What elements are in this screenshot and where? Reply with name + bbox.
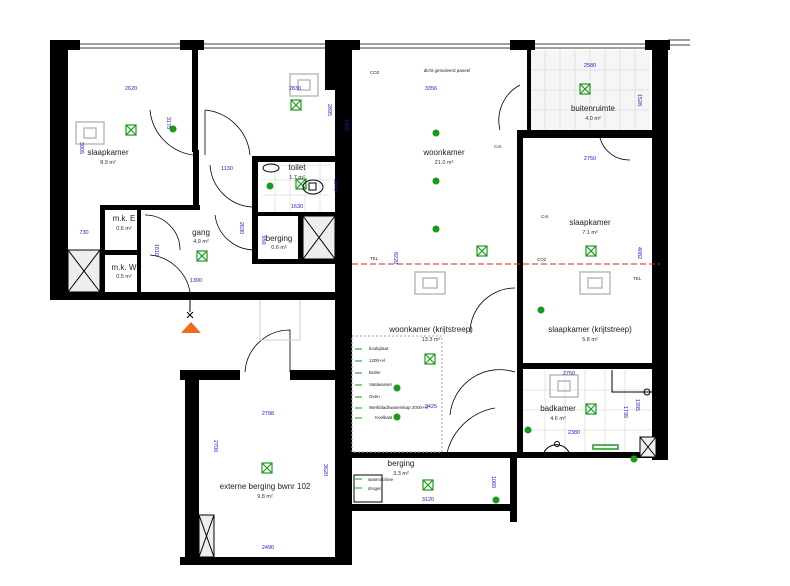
shafts [67,215,657,558]
co2-label: CO2 [370,70,380,75]
kitchen-zone [351,335,443,453]
outlet-label: Boiler [369,370,381,375]
room-area: 3.3 m² [393,471,409,477]
room-name: berging [266,234,293,243]
dimension: 8220 [392,252,398,264]
tel-label: TEL [370,256,379,261]
walls [50,40,670,565]
dimension: 2830 [289,86,301,92]
room-labels: slaapkamer 8.9 m² toilet 1.7 m² m.k. E 0… [87,104,632,500]
room-area: 9.8 m² [257,494,273,500]
dimension: 2630 [238,222,244,234]
room-area: 0.6 m² [116,226,132,232]
room-area: 13.3 m² [422,337,441,343]
room-area: 4.0 m² [585,116,601,122]
dimension: 1735 [622,406,628,418]
dimension: 3120 [422,497,434,503]
room-area: 5.8 m² [582,337,598,343]
room-name: woonkamer [422,148,465,157]
room-area: 4.6 m² [550,416,566,422]
toilet-bowl-icon [302,179,324,195]
dimension: 1070 [332,179,338,191]
dimension: 1060 [490,476,496,488]
dimension: 3620 [322,464,328,476]
room-area: 8.9 m² [100,160,116,166]
dimension: 3425 [425,404,437,410]
room-name: externe berging bwnr 102 [220,482,311,491]
dimension: 1610 [153,244,159,256]
towel-radiator-icon [592,444,619,450]
outlet-label: Oven [369,394,380,399]
room-name: berging [388,459,415,468]
dimension: 2750 [584,156,596,162]
room-name: slaapkamer (krijtstreep) [548,325,632,334]
room-name: gang [192,228,210,237]
outlet-label: Koelkast [375,415,393,420]
doors [144,84,631,454]
dimension: 2620 [125,86,137,92]
outlet-label: Vaatwasser [369,382,393,387]
room-area: 4.9 m² [193,239,209,245]
entrance-marker-icon [181,322,201,333]
dimension: 3356 [425,86,437,92]
outlet-label: 1200+vl [369,358,385,363]
panel-annotation: dicht geïsoleerd paneel [424,68,471,73]
room-name: woonkamer (krijtstreep) [388,325,473,334]
dimension: 3175 [165,117,171,129]
room-area: 21.0 m² [435,160,454,166]
room-area: 1.7 m² [289,175,305,181]
dimension: 730 [79,230,88,236]
room-area: 0.6 m² [271,245,287,251]
room-name: slaapkamer [87,148,129,157]
dimension: 1395 [634,399,640,411]
room-name: m.k. W [112,263,137,272]
floor-heating-icons [75,73,611,398]
outlet-label: Werkblad/wasemkap 2000+vl [369,405,428,410]
outlet-label: kookplaat [369,346,389,351]
dimension: 2380 [568,430,580,436]
dimension: 3905 [78,142,84,154]
ceiling-light-icons [125,83,638,504]
entrance-x-icon [186,300,194,319]
co2-label: CO2 [537,257,547,262]
room-name: toilet [289,163,307,172]
dimension: 2490 [262,545,274,551]
dimension: 1950 [343,119,349,131]
kitchen-outlets: kookplaat 1200+vl Boiler Vaatwasser Oven… [355,346,428,491]
shower-outline [611,370,652,393]
outlet-label: wasmachine [368,477,394,482]
washbasin-icon [262,163,651,456]
washer-zone [353,474,383,503]
room-name: buitenruimte [571,104,616,113]
room-area: 0.5 m² [116,274,132,280]
room-name: m.k. E [113,214,136,223]
dimension: 1528 [636,94,642,106]
dimension: 950 [260,235,266,244]
dimension: 1630 [291,204,303,210]
outlet-label: droger [368,486,382,491]
dimension: 4082 [636,247,642,259]
tel-label: TEL [633,276,642,281]
cai-label: CAI [541,214,549,219]
dimension: 1130 [221,166,233,172]
dimension: 2798 [262,411,274,417]
bathroom-tiles [520,370,655,455]
room-area: 7.1 m² [582,230,598,236]
dimension: 2700 [212,440,218,452]
cai-label: CAI [494,144,502,149]
dimension: 2895 [326,104,332,116]
room-name: slaapkamer [569,218,611,227]
dimension: 1300 [190,278,202,284]
dimension: 2580 [584,63,596,69]
windows [80,39,690,49]
dimension: 2750 [563,371,575,377]
room-name: badkamer [540,404,576,413]
dimension-labels: 2620 2830 3356 2580 1528 2750 1130 1630 … [78,63,642,551]
